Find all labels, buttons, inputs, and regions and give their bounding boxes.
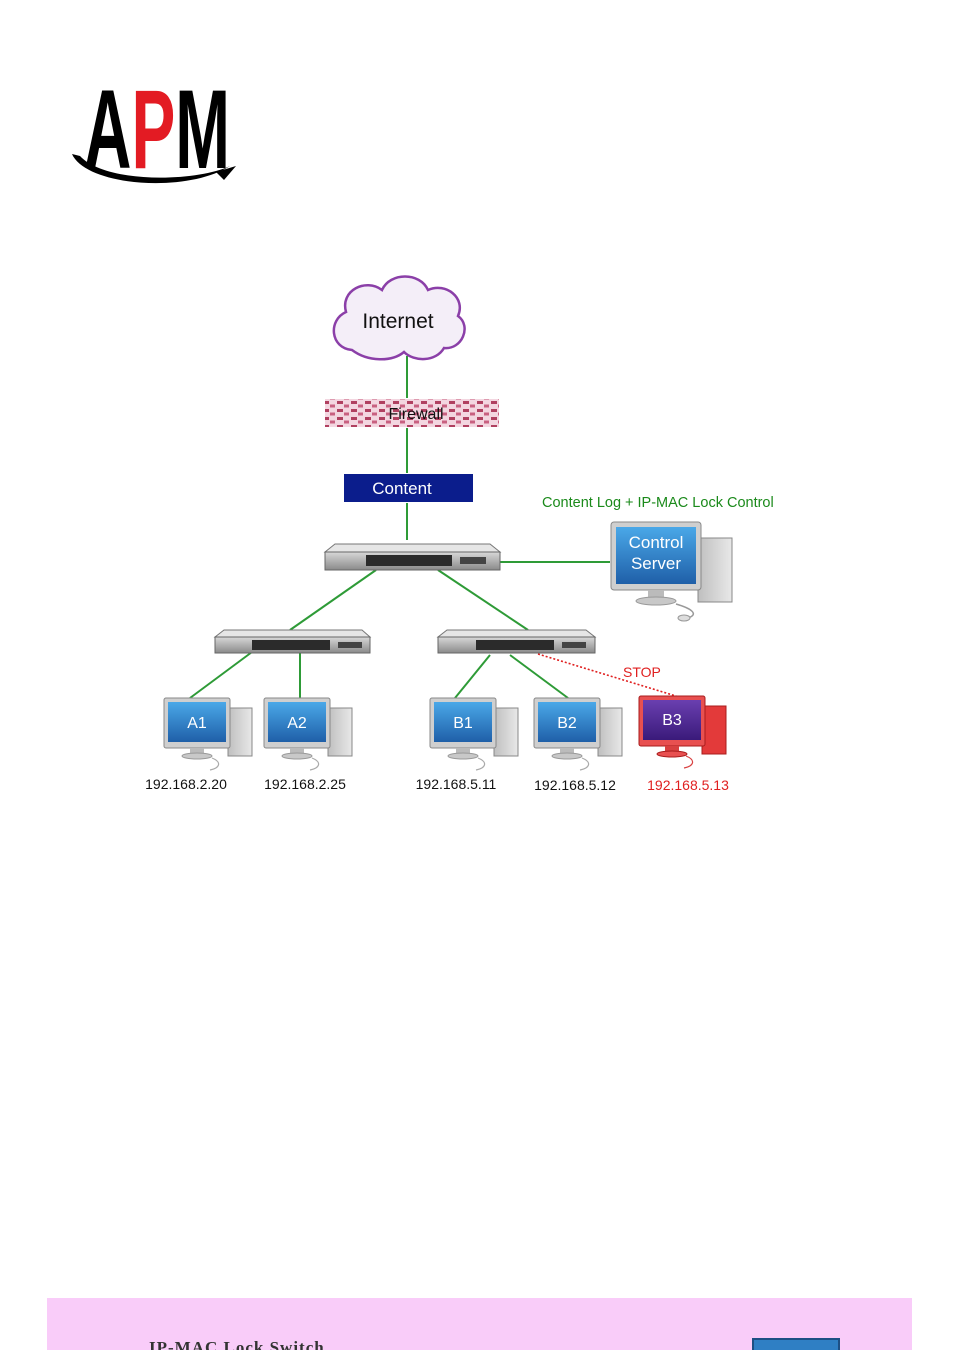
host-b1-label: B1 xyxy=(453,715,473,732)
logo-swoosh-arrow xyxy=(216,166,236,180)
network-links xyxy=(189,356,610,699)
host-a2-ip: 192.168.2.25 xyxy=(264,776,346,792)
content-box: Content xyxy=(344,474,473,502)
link-switch-b-b2 xyxy=(509,654,569,699)
logo-swoosh xyxy=(72,154,230,184)
control-server-line2: Server xyxy=(631,554,681,573)
switch-b xyxy=(436,629,597,654)
internet-cloud: Internet xyxy=(332,275,466,361)
firewall: Firewall xyxy=(325,399,499,427)
host-b3-ip: 192.168.5.13 xyxy=(647,777,729,793)
switch-a xyxy=(213,629,372,654)
content-label: Content xyxy=(372,479,432,498)
core-switch xyxy=(323,543,502,571)
link-core-switch-b xyxy=(437,569,529,631)
firewall-label: Firewall xyxy=(388,406,443,423)
blocked-link-b3 xyxy=(537,653,677,697)
control-server: Control Server xyxy=(610,521,733,622)
link-core-switch-a xyxy=(289,569,377,631)
footer-partial-image xyxy=(752,1338,840,1350)
logo-letter-p: P xyxy=(131,70,175,192)
apm-logo: APM xyxy=(72,70,236,192)
host-a1-label: A1 xyxy=(187,715,207,732)
host-a1-ip: 192.168.2.20 xyxy=(145,776,227,792)
control-server-line1: Control xyxy=(629,533,684,552)
internet-label: Internet xyxy=(362,310,433,333)
footer-band: IP-MAC Lock Switch xyxy=(47,1298,912,1350)
host-a1: A1 192.168.2.20 xyxy=(145,697,253,792)
host-b3-blocked: B3 192.168.5.13 xyxy=(638,695,729,793)
host-b1: B1 192.168.5.11 xyxy=(416,697,519,792)
host-b2: B2 192.168.5.12 xyxy=(533,697,623,793)
link-switch-a-a1 xyxy=(189,651,253,699)
host-b2-label: B2 xyxy=(557,715,577,732)
host-b2-ip: 192.168.5.12 xyxy=(534,777,616,793)
stop-label: STOP xyxy=(623,664,661,680)
link-switch-b-b1 xyxy=(454,654,491,699)
footer-partial-text: IP-MAC Lock Switch xyxy=(149,1338,325,1350)
control-annotation: Content Log + IP-MAC Lock Control xyxy=(542,495,774,511)
host-b1-ip: 192.168.5.11 xyxy=(416,776,497,792)
host-a2-label: A2 xyxy=(287,715,307,732)
host-a2: A2 192.168.2.25 xyxy=(263,697,353,792)
host-b3-label: B3 xyxy=(662,712,682,729)
